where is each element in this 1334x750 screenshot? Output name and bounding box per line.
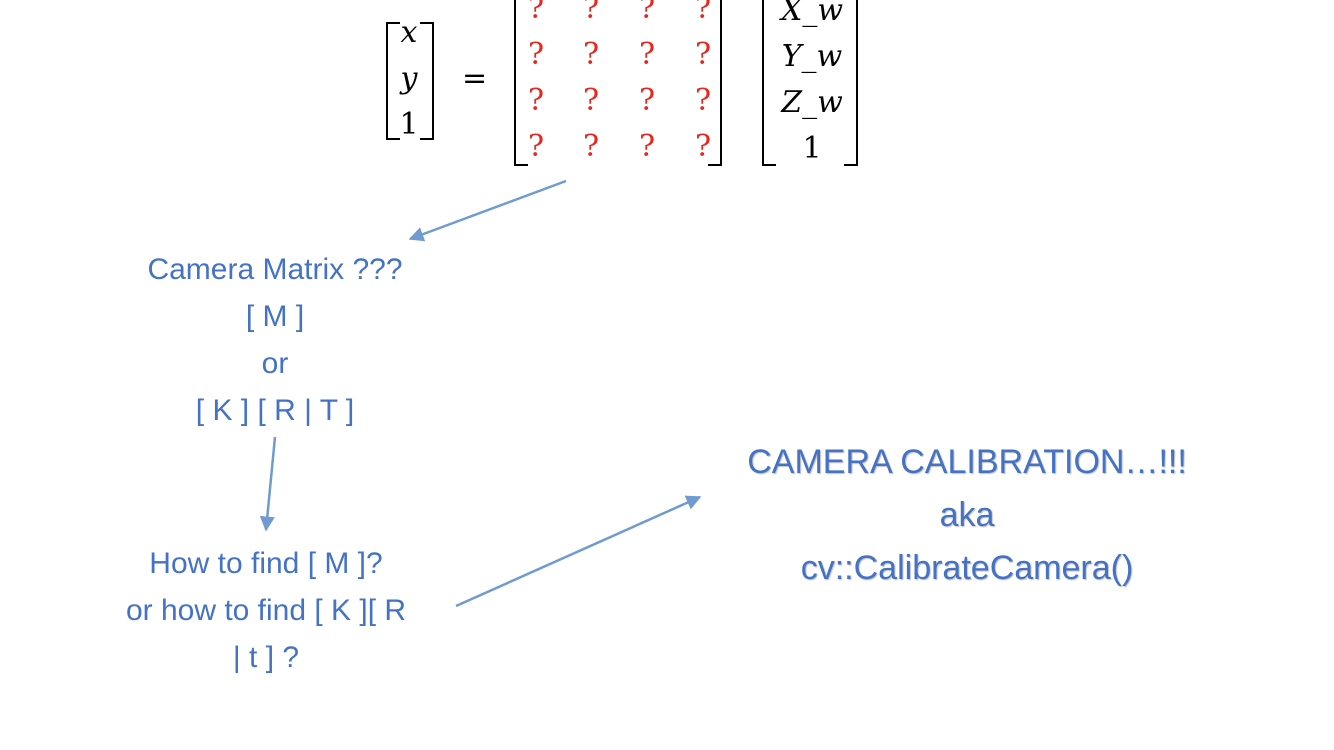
rhs-xw: X_w — [780, 0, 844, 28]
camera-matrix-krt: [ K ] [ R | T ] — [195, 394, 355, 427]
camera-matrix-block: Camera Matrix ??? [ M ] or [ K ] [ R | T… — [105, 246, 445, 434]
lhs-x: x — [400, 15, 418, 50]
camera-matrix-title: Camera Matrix ??? — [147, 253, 403, 286]
matrix-cell-2-0: ? — [527, 83, 545, 118]
equals-sign: = — [462, 61, 488, 96]
lhs-bracket-right — [420, 22, 434, 140]
rhs-bracket-left — [762, 0, 776, 166]
calibration-function: cv::CalibrateCamera() — [800, 549, 1134, 587]
matrix-cell-0-3: ? — [694, 0, 712, 26]
matrix-cell-3-1: ? — [582, 129, 600, 164]
rhs-one: 1 — [802, 131, 822, 166]
matrix-cell-1-2: ? — [638, 37, 656, 72]
calibration-aka: aka — [939, 496, 995, 534]
lhs-y: y — [400, 61, 418, 96]
matrix-cell-0-1: ? — [582, 0, 600, 26]
matrix-bracket-right — [708, 0, 722, 166]
matrix-cell-3-0: ? — [527, 129, 545, 164]
matrix-cell-1-3: ? — [694, 37, 712, 72]
matrix-cell-1-1: ? — [582, 37, 600, 72]
matrix-cell-0-2: ? — [638, 0, 656, 26]
arrow-matrix-to-camera — [408, 179, 567, 242]
lhs-one: 1 — [399, 107, 419, 142]
how-to-find-line-1: How to find [ M ]? — [149, 547, 383, 580]
how-to-find-line-2: or how to find [ K ][ R — [125, 594, 407, 627]
matrix-cell-1-0: ? — [527, 37, 545, 72]
how-to-find-block: How to find [ M ]? or how to find [ K ][… — [80, 540, 452, 681]
rhs-yw: Y_w — [781, 39, 843, 74]
calibration-title: CAMERA CALIBRATION…!!! — [747, 443, 1187, 481]
matrix-cell-3-2: ? — [638, 129, 656, 164]
matrix-cell-3-3: ? — [694, 129, 712, 164]
matrix-cell-2-1: ? — [582, 83, 600, 118]
matrix-cell-2-3: ? — [694, 83, 712, 118]
camera-matrix-m: [ M ] — [245, 300, 305, 333]
arrow-camera-to-howto — [259, 436, 277, 532]
matrix-bracket-left — [514, 0, 528, 166]
rhs-zw: Z_w — [781, 85, 843, 120]
lhs-bracket-left — [386, 22, 400, 140]
lhs-vector: x y 1 — [393, 10, 425, 148]
matrix-cell-2-2: ? — [638, 83, 656, 118]
rhs-vector: X_w Y_w Z_w 1 — [772, 0, 852, 172]
rhs-bracket-right — [844, 0, 858, 166]
how-to-find-line-3: | t ] ? — [232, 641, 300, 674]
arrow-howto-to-calibration — [455, 495, 702, 608]
matrix-cell-0-0: ? — [527, 0, 545, 26]
camera-matrix-or: or — [261, 347, 289, 380]
calibration-block: CAMERA CALIBRATION…!!! aka cv::Calibrate… — [690, 436, 1244, 595]
